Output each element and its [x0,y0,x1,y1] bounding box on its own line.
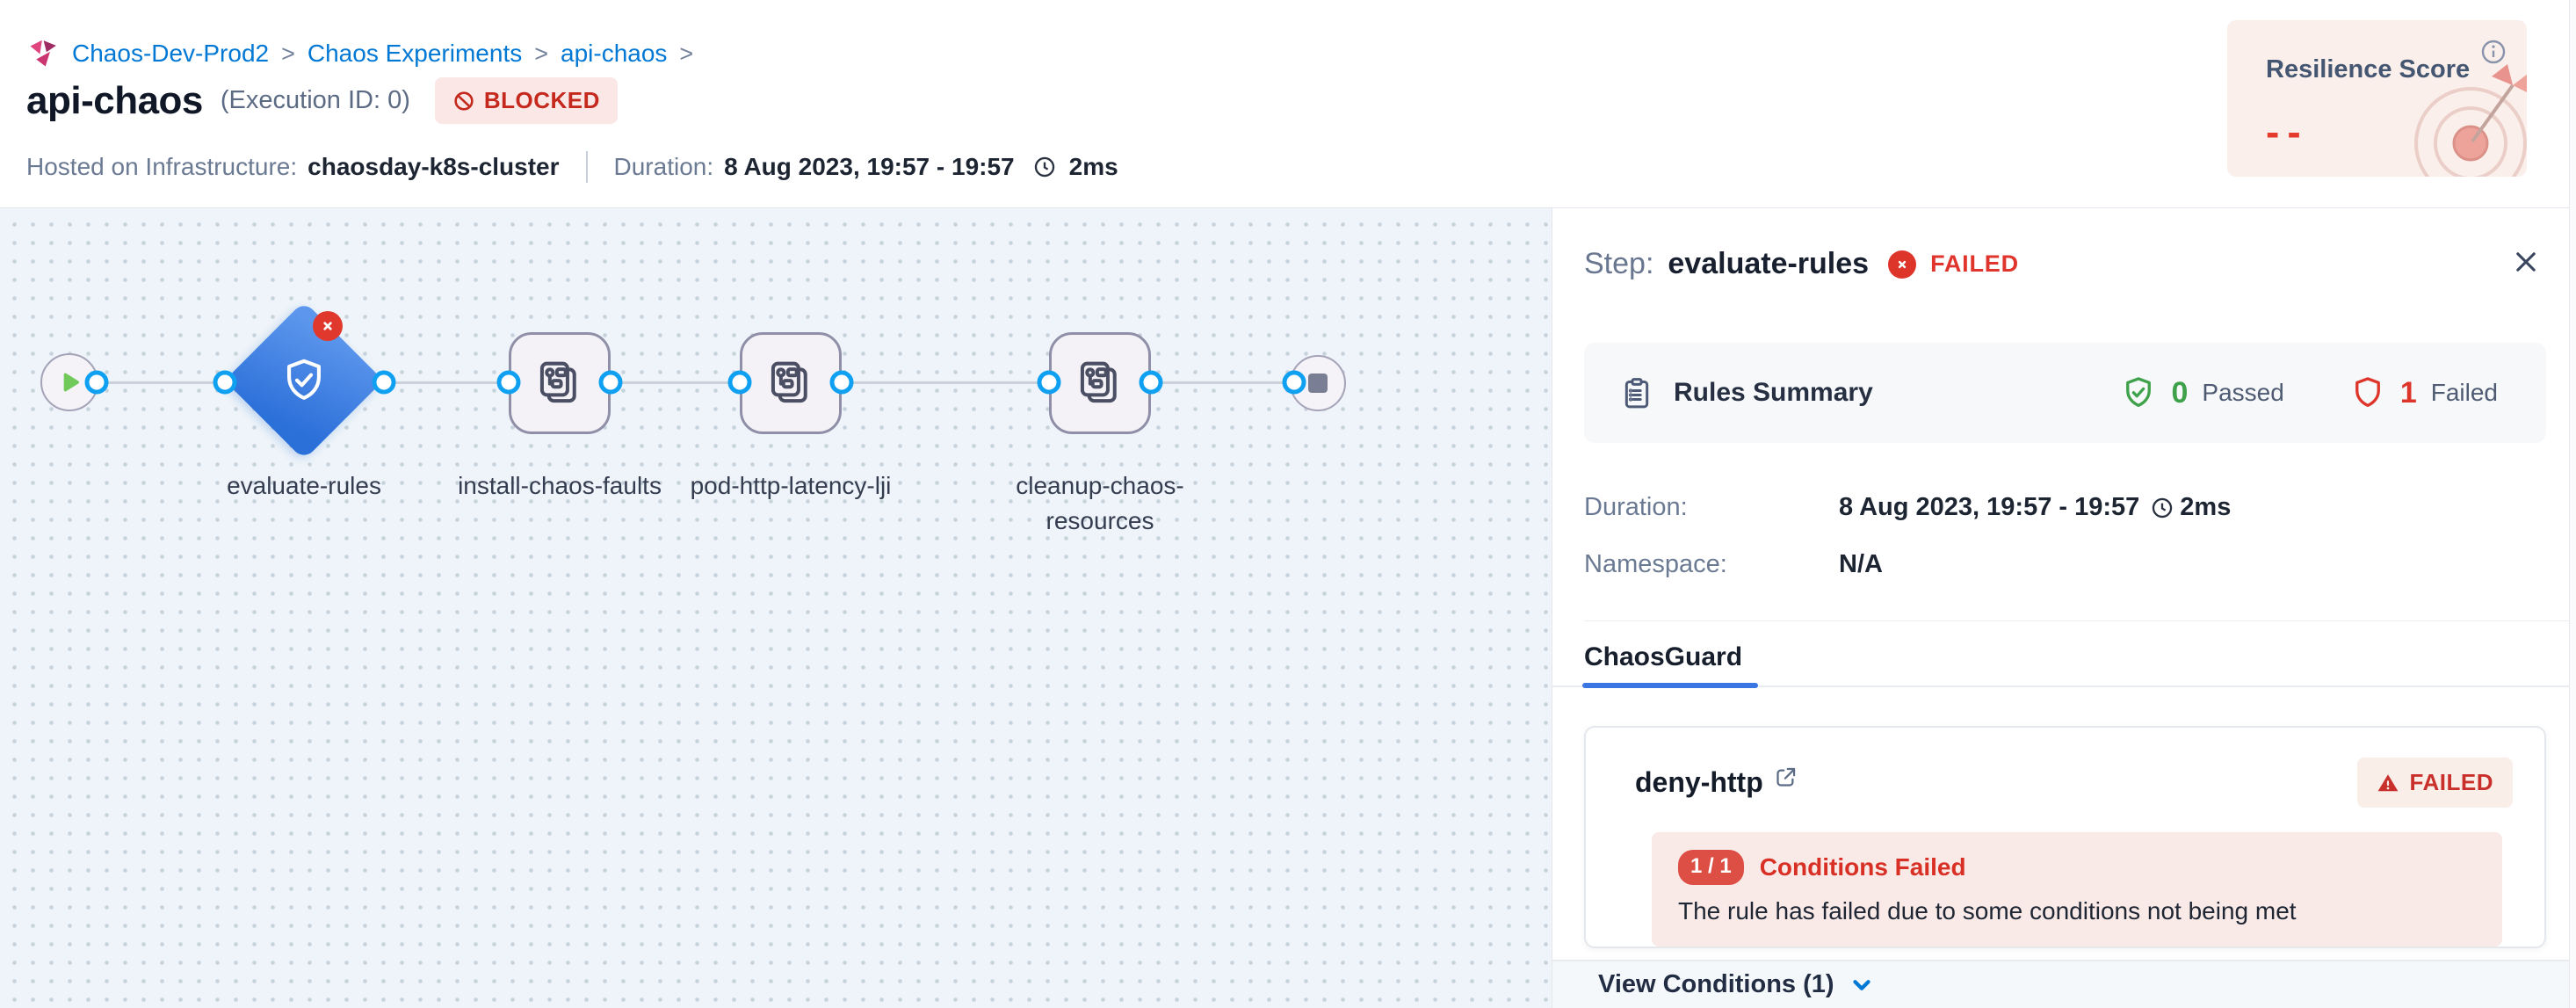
node-label: evaluate-rules [227,472,381,499]
passed-label: Passed [2202,379,2284,406]
rule-status-badge: FAILED [2356,758,2513,808]
tab-chaosguard[interactable]: ChaosGuard [1584,642,1743,671]
namespace-value: N/A [1839,550,1883,578]
rule-name: deny-http [1635,766,1763,798]
failed-label: Failed [2430,379,2498,406]
duration-value: 8 Aug 2023, 19:57 - 19:57 [1839,493,2140,521]
window-scrollbar-track[interactable] [2569,0,2576,1008]
infra-value: chaosday-k8s-cluster [308,153,560,180]
node-evaluate-rules[interactable] [224,301,384,460]
step-label: Step: [1584,247,1654,280]
conditions-count-badge: 1 / 1 [1678,850,1744,885]
breadcrumb: Chaos-Dev-Prod2 > Chaos Experiments > ap… [26,37,693,70]
target-dart-illustration [2414,64,2527,177]
node-install-chaos-faults[interactable] [509,332,611,434]
connector-dot [598,370,623,395]
duration-ms: 2ms [2180,493,2232,521]
shield-check-icon [287,359,321,400]
chaos-step-icon [771,361,807,403]
step-status: FAILED [1930,250,2019,277]
conditions-failed-title: Conditions Failed [1759,853,1966,881]
warning-icon [2377,773,2398,791]
clock-icon [2153,497,2173,518]
shield-passed-icon [2126,377,2152,408]
page-title: api-chaos [26,78,203,122]
failed-circle-icon [1888,250,1917,279]
step-name: evaluate-rules [1668,247,1870,280]
shield-failed-icon [2355,377,2380,408]
clipboard-icon [1624,378,1649,409]
connector-dot [213,370,237,395]
conditions-failed-message: The rule has failed due to some conditio… [1678,897,2297,925]
node-label: cleanup-chaos-resources [1016,472,1184,534]
title-row: api-chaos (Execution ID: 0) BLOCKED [26,77,618,124]
resilience-score-value: -- [2266,109,2309,155]
divider [585,151,588,183]
connector-dot [727,370,752,395]
clock-icon [1034,156,1054,178]
stop-icon [1308,373,1328,393]
node-label: install-chaos-faults [458,472,662,499]
info-icon[interactable] [2479,38,2507,66]
step-header: Step: evaluate-rules FAILED [1584,247,2019,281]
node-failed-badge [313,311,343,341]
duration-label: Duration: [613,153,714,180]
divider [1584,620,2576,621]
resilience-score-card: Resilience Score -- [2227,20,2527,177]
view-conditions-label: View Conditions (1) [1598,970,1834,998]
connector-dot [496,370,521,395]
breadcrumb-link-project[interactable]: Chaos-Dev-Prod2 [72,40,270,67]
namespace-row: Namespace: N/A [1584,550,1883,579]
chevron-down-icon [1852,979,1870,990]
chaos-logo-icon [30,40,56,67]
conditions-failed-box: 1 / 1 Conditions Failed The rule has fai… [1652,832,2502,946]
execution-id: (Execution ID: 0) [220,86,410,114]
duration-row: Duration: 8 Aug 2023, 19:57 - 19:57 2ms [1584,493,2231,522]
failed-count: 1 [2399,375,2417,410]
node-label: pod-http-latency-lji [690,472,892,499]
connector-dot [829,370,854,395]
execution-meta: Hosted on Infrastructure: chaosday-k8s-c… [26,151,1118,183]
status-badge-blocked: BLOCKED [434,77,618,124]
duration-label: Duration: [1584,493,1688,521]
chaos-step-icon [1080,361,1117,403]
step-details-panel: Step: evaluate-rules FAILED Rules Summar… [1552,208,2576,1008]
rules-summary-counts: 0 Passed 1 Failed [2120,374,2498,411]
breadcrumb-separator: > [281,40,295,67]
connector-dot [1037,370,1061,395]
active-tab-indicator [1582,683,1758,688]
passed-count: 0 [2171,375,2189,410]
x-icon [323,322,332,330]
external-link-icon[interactable] [1774,765,1798,789]
duration-value: 8 Aug 2023, 19:57 - 19:57 [724,153,1015,180]
connector-dot [372,370,396,395]
tab-baseline [1552,685,2576,687]
rules-summary-card: Rules Summary 0 Passed 1 Failed [1584,343,2546,443]
connector-dot [84,370,109,395]
chaos-step-icon [539,361,576,403]
close-icon[interactable] [2511,247,2541,277]
infra-label: Hosted on Infrastructure: [26,153,298,180]
namespace-label: Namespace: [1584,550,1727,578]
pipeline-edge [69,381,1318,384]
connector-dot [1139,370,1163,395]
breadcrumb-separator: > [534,40,549,67]
rule-card-deny-http: deny-http FAILED 1 / 1 Condi [1584,726,2546,948]
breadcrumb-link-experiments[interactable]: Chaos Experiments [307,40,523,67]
node-cleanup-chaos-resources[interactable] [1049,332,1151,434]
blocked-icon [454,91,474,111]
breadcrumb-separator: > [679,40,694,67]
pipeline-canvas[interactable]: evaluate-rules install-chaos-faults pod-… [0,208,1552,1008]
connector-dot [1282,370,1306,395]
play-icon [63,373,79,392]
rules-summary-title: Rules Summary [1674,378,1873,407]
page-header: Chaos-Dev-Prod2 > Chaos Experiments > ap… [0,0,2576,208]
breadcrumb-link-experiment[interactable]: api-chaos [561,40,668,67]
resilience-score-title: Resilience Score [2266,55,2471,83]
duration-ms: 2ms [1068,153,1118,180]
node-pod-http-latency[interactable] [740,332,842,434]
view-conditions-toggle[interactable]: View Conditions (1) [1552,960,2576,1008]
